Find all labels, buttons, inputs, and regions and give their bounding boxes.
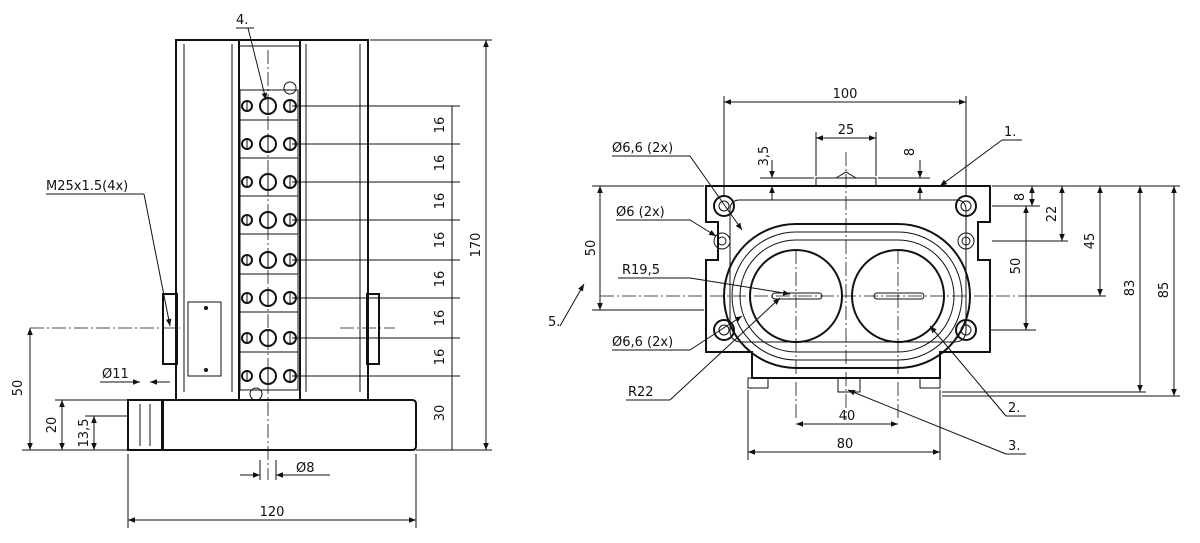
- dim-pitch-6: 16: [433, 310, 448, 327]
- dim-pitch-5: 16: [433, 271, 448, 288]
- hole-66-top-label: Ø6,6 (2x): [612, 141, 673, 156]
- dim-pitch-1: 16: [433, 117, 448, 134]
- hole-bl: [713, 319, 735, 341]
- housing-left-panel: [175, 39, 240, 401]
- item-3-label: 3.: [1008, 439, 1020, 454]
- dim-width-100: 100: [833, 87, 858, 102]
- item-2-label: 2.: [1008, 401, 1020, 416]
- terminal-screw: [259, 367, 277, 385]
- item-5-label: 5.: [548, 315, 560, 330]
- dim-bottom-80: 80: [837, 437, 854, 452]
- terminal-screw: [259, 289, 277, 307]
- dim-bottom-30: 30: [433, 405, 448, 422]
- mounting-holes: [713, 195, 977, 341]
- dim-offset-35: 3,5: [757, 146, 772, 167]
- item-4-label: 4.: [236, 13, 248, 28]
- foot-left: [127, 399, 163, 451]
- dim-offset-8: 8: [903, 148, 918, 156]
- front-view: [30, 39, 417, 480]
- terminal-screw: [241, 100, 253, 112]
- terminal-screw: [259, 329, 277, 347]
- dim-width-120: 120: [260, 505, 285, 520]
- terminal-screw: [259, 251, 277, 269]
- terminal-screw: [241, 332, 253, 344]
- thread-label: M25x1.5(4x): [46, 179, 128, 194]
- terminal-screw: [259, 211, 277, 229]
- dim-right-83: 83: [1123, 280, 1138, 297]
- dim-bottom-40: 40: [839, 409, 856, 424]
- terminal-screw: [241, 254, 253, 266]
- dim-pin-8: Ø8: [296, 461, 315, 476]
- cable-gland-left: [162, 293, 178, 365]
- top-view: [600, 152, 1030, 420]
- dim-pitch-4: 16: [433, 232, 448, 249]
- dim-base-20: 20: [45, 417, 60, 434]
- dim-pitch-3: 16: [433, 193, 448, 210]
- hole-mr: [957, 232, 975, 250]
- r22-label: R22: [628, 385, 654, 400]
- terminal-screw: [259, 97, 277, 115]
- dim-right-85: 85: [1157, 282, 1172, 299]
- terminal-screw: [259, 173, 277, 191]
- dim-right-50: 50: [1009, 258, 1024, 275]
- terminal-screw: [259, 135, 277, 153]
- dim-axis-50: 50: [11, 380, 26, 397]
- dim-total-170: 170: [469, 233, 484, 258]
- terminal-screw: [241, 176, 253, 188]
- body-outline: [729, 199, 967, 343]
- dim-right-22: 22: [1045, 206, 1060, 223]
- label-plate: [187, 301, 222, 377]
- hole-br: [955, 319, 977, 341]
- terminal-screw: [241, 214, 253, 226]
- terminal-screw: [241, 370, 253, 382]
- item-1-label: 1.: [1004, 125, 1016, 140]
- hole-6-label: Ø6 (2x): [616, 205, 665, 220]
- dim-right-45: 45: [1083, 233, 1098, 250]
- top-view-dimensions: 100 25 3,5 8 50 Ø6,6 (2x) Ø6 (2x) R19,5: [548, 87, 1180, 460]
- terminal-screw: [241, 292, 253, 304]
- hole-66-bottom-label: Ø6,6 (2x): [612, 335, 673, 350]
- dim-pitch-2: 16: [433, 155, 448, 172]
- dim-left-50: 50: [584, 240, 599, 257]
- r195-label: R19,5: [622, 263, 660, 278]
- terminal-screw: [241, 138, 253, 150]
- hole-ml: [713, 232, 731, 250]
- cable-gland-right: [366, 293, 380, 365]
- base-plate: [162, 399, 417, 451]
- dim-hole-11: Ø11: [102, 367, 129, 382]
- front-view-dimensions: 16 16 16 16 16 16 16 30 170 50 20 13,5 Ø…: [11, 13, 492, 528]
- dim-gap-25: 25: [838, 123, 855, 138]
- dim-right-8: 8: [1013, 193, 1028, 201]
- dim-pitch-7: 16: [433, 349, 448, 366]
- terminal-rows: [240, 97, 298, 391]
- dim-foot-135: 13,5: [77, 419, 92, 448]
